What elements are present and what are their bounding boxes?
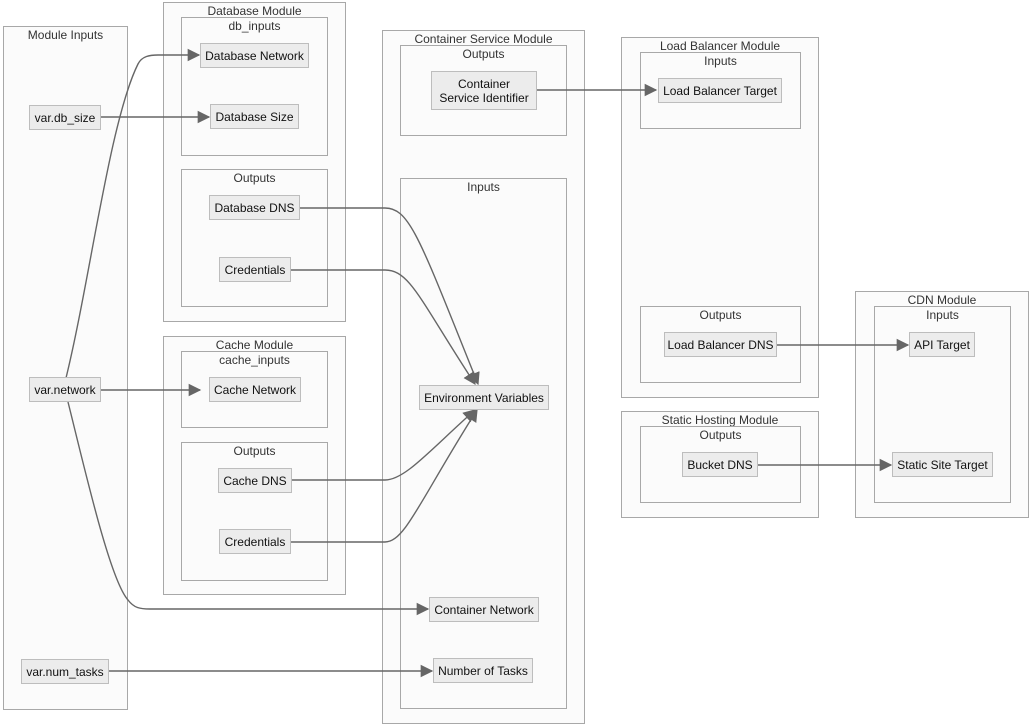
cluster-db-inputs: db_inputs bbox=[181, 17, 328, 156]
cluster-cache-outputs: Outputs bbox=[181, 442, 328, 581]
cluster-title: Container Service Module bbox=[414, 32, 553, 46]
cluster-title: Outputs bbox=[699, 308, 742, 322]
node-var-network[interactable]: var.network bbox=[29, 377, 101, 402]
node-load-balancer-dns[interactable]: Load Balancer DNS bbox=[664, 332, 777, 357]
cluster-title: Static Hosting Module bbox=[661, 413, 779, 427]
cluster-title: Database Module bbox=[207, 4, 302, 18]
cluster-container-inputs: Inputs bbox=[400, 178, 567, 709]
node-cache-credentials[interactable]: Credentials bbox=[219, 529, 291, 554]
cluster-title: Outputs bbox=[233, 171, 276, 185]
cluster-title: Outputs bbox=[462, 47, 505, 61]
node-var-db-size[interactable]: var.db_size bbox=[29, 105, 101, 130]
cluster-title: cache_inputs bbox=[219, 353, 290, 367]
node-container-service-identifier[interactable]: Container Service Identifier bbox=[431, 71, 537, 110]
cluster-title: Inputs bbox=[467, 180, 500, 194]
cluster-title: Cache Module bbox=[215, 338, 294, 352]
cluster-title: CDN Module bbox=[907, 293, 977, 307]
node-db-credentials[interactable]: Credentials bbox=[219, 257, 291, 282]
cluster-title: db_inputs bbox=[228, 19, 281, 33]
node-cache-network[interactable]: Cache Network bbox=[209, 377, 301, 402]
node-number-of-tasks[interactable]: Number of Tasks bbox=[433, 658, 533, 683]
node-database-dns[interactable]: Database DNS bbox=[209, 195, 300, 220]
cluster-db-outputs: Outputs bbox=[181, 169, 328, 307]
node-database-network[interactable]: Database Network bbox=[200, 43, 309, 68]
node-bucket-dns[interactable]: Bucket DNS bbox=[682, 452, 758, 477]
node-api-target[interactable]: API Target bbox=[909, 332, 975, 357]
node-container-network[interactable]: Container Network bbox=[429, 597, 539, 622]
node-static-site-target[interactable]: Static Site Target bbox=[892, 452, 993, 477]
node-database-size[interactable]: Database Size bbox=[210, 104, 299, 129]
node-load-balancer-target[interactable]: Load Balancer Target bbox=[658, 78, 782, 103]
node-cache-dns[interactable]: Cache DNS bbox=[218, 468, 292, 493]
cluster-title: Load Balancer Module bbox=[659, 39, 781, 53]
cluster-title: Inputs bbox=[926, 308, 959, 322]
node-var-num-tasks[interactable]: var.num_tasks bbox=[21, 659, 109, 684]
cluster-title: Inputs bbox=[704, 54, 737, 68]
cluster-title: Outputs bbox=[699, 428, 742, 442]
cluster-title: Outputs bbox=[233, 444, 276, 458]
node-environment-variables[interactable]: Environment Variables bbox=[419, 385, 549, 410]
cluster-title: Module Inputs bbox=[27, 28, 104, 42]
